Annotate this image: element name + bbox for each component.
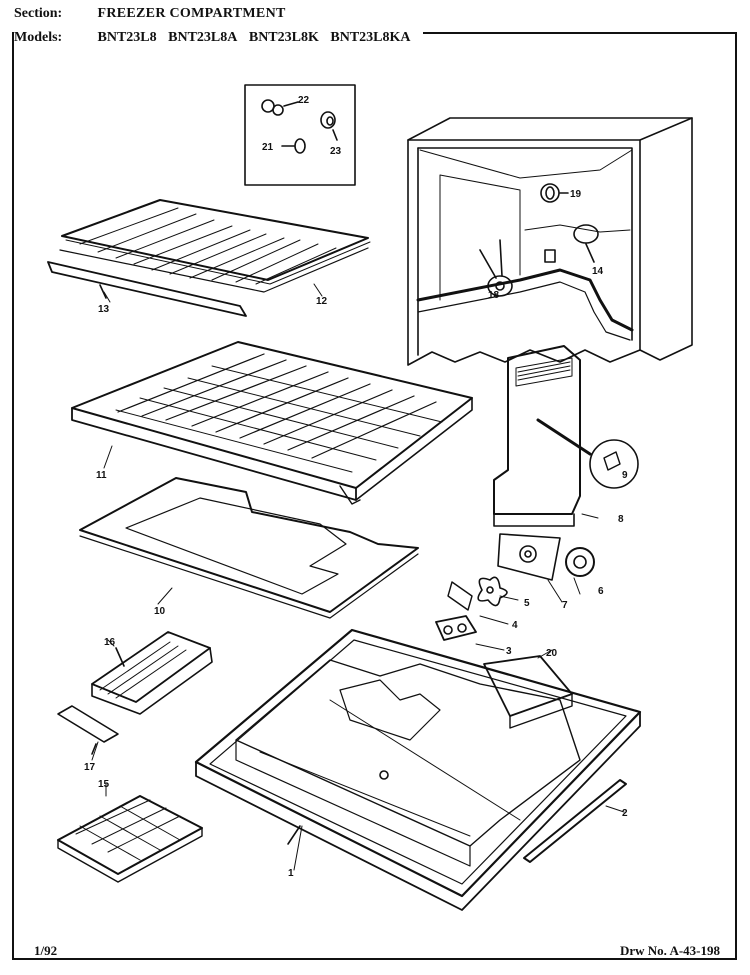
- models-heading: Models: BNT23L8 BNT23L8A BNT23L8K BNT23L…: [14, 30, 423, 46]
- callout-6: 6: [598, 586, 604, 597]
- callout-5: 5: [524, 598, 530, 609]
- model-number: BNT23L8: [97, 30, 157, 45]
- callout-2: 2: [622, 808, 628, 819]
- callout-17: 17: [84, 762, 96, 773]
- callout-20: 20: [546, 648, 558, 659]
- callout-15: 15: [98, 779, 110, 790]
- part-10-insulation-cover: [79, 477, 419, 619]
- revision-date: 1/92: [34, 943, 58, 958]
- callout-10: 10: [154, 606, 166, 617]
- part-1-freezer-floor: [194, 628, 642, 911]
- part-4-fan-motor: [447, 581, 473, 611]
- part-18-grommet: [479, 239, 513, 297]
- section-label: Section:: [14, 6, 63, 21]
- model-number: BNT23L8A: [168, 30, 238, 45]
- model-number: BNT23L8K: [248, 30, 319, 45]
- part-15-ice-tray: [57, 795, 203, 883]
- part-23-cap: [320, 111, 338, 141]
- part-19-bulb: [540, 183, 569, 203]
- callout-12: 12: [316, 296, 328, 307]
- callout-3: 3: [506, 646, 512, 657]
- part-3-motor-bracket: [435, 615, 477, 641]
- part-22-clip: [261, 99, 299, 116]
- part-21-screw: [281, 138, 306, 154]
- callout-14: 14: [592, 266, 604, 277]
- model-number: BNT23L8KA: [330, 30, 411, 45]
- callout-4: 4: [512, 620, 518, 631]
- section-heading: Section: FREEZER COMPARTMENT: [14, 6, 286, 22]
- part-7-fan-bracket: [497, 533, 561, 581]
- callout-21: 21: [262, 142, 274, 153]
- hardware-inset: [244, 84, 356, 186]
- callout-9: 9: [622, 470, 628, 481]
- part-16-ice-bin: [91, 631, 213, 715]
- part-20-cover-plate: [483, 655, 573, 729]
- section-title: FREEZER COMPARTMENT: [97, 6, 286, 21]
- callout-18: 18: [488, 290, 500, 301]
- drawing-number: Drw No. A-43-198: [619, 943, 720, 958]
- part-12-wire-shelf: [59, 199, 371, 293]
- callout-22: 22: [298, 95, 310, 106]
- callout-19: 19: [570, 189, 582, 200]
- part-14-bracket: [544, 224, 599, 263]
- callout-23: 23: [330, 146, 342, 157]
- part-17-ice-bin-rail: [57, 705, 119, 755]
- callout-13: 13: [98, 304, 110, 315]
- part-8-air-duct: [493, 345, 639, 527]
- freezer-cabinet: [407, 117, 693, 366]
- part-13-shelf-trim: [47, 261, 247, 317]
- callout-11: 11: [96, 470, 107, 481]
- callout-16: 16: [104, 637, 116, 648]
- part-5-fan-blade: [477, 576, 508, 607]
- callout-7: 7: [562, 600, 568, 611]
- leader-lines: [91, 283, 625, 871]
- part-11-freezer-shelf: [71, 341, 473, 505]
- models-label: Models:: [14, 30, 63, 45]
- callout-1: 1: [288, 868, 294, 879]
- callout-8: 8: [618, 514, 624, 525]
- part-2-side-trim: [523, 779, 627, 863]
- part-6-fan-grommet: [565, 547, 595, 577]
